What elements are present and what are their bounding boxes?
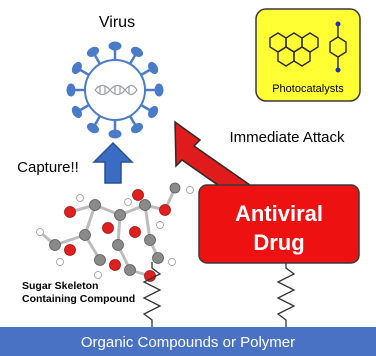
virus-icon bbox=[66, 41, 164, 139]
spring-linker-icon bbox=[142, 262, 162, 330]
base-bar: Organic Compounds or Polymer bbox=[0, 327, 376, 356]
dna-icon bbox=[94, 84, 138, 96]
virus-label: Virus bbox=[99, 14, 135, 31]
sugar-label-line1: Sugar Skeleton bbox=[22, 280, 98, 292]
sugar-molecule-icon bbox=[36, 182, 194, 282]
immediate-attack-label: Immediate Attack bbox=[229, 129, 345, 146]
antiviral-drug-label-line1: Antiviral bbox=[235, 201, 323, 226]
antiviral-drug-label-line2: Drug bbox=[253, 230, 304, 255]
capture-label: Capture!! bbox=[17, 159, 79, 176]
sugar-label-line2: Containing Compound bbox=[22, 293, 135, 305]
base-bar-label: Organic Compounds or Polymer bbox=[81, 334, 295, 351]
capture-arrow bbox=[92, 141, 134, 184]
photocatalysts-box: Photocatalysts bbox=[255, 8, 361, 102]
antiviral-drug-box: Antiviral Drug bbox=[198, 184, 360, 264]
spring-linker-icon bbox=[276, 262, 296, 330]
photocatalysts-label: Photocatalysts bbox=[272, 83, 344, 95]
photocatalyst-molecule-icon bbox=[269, 26, 347, 68]
